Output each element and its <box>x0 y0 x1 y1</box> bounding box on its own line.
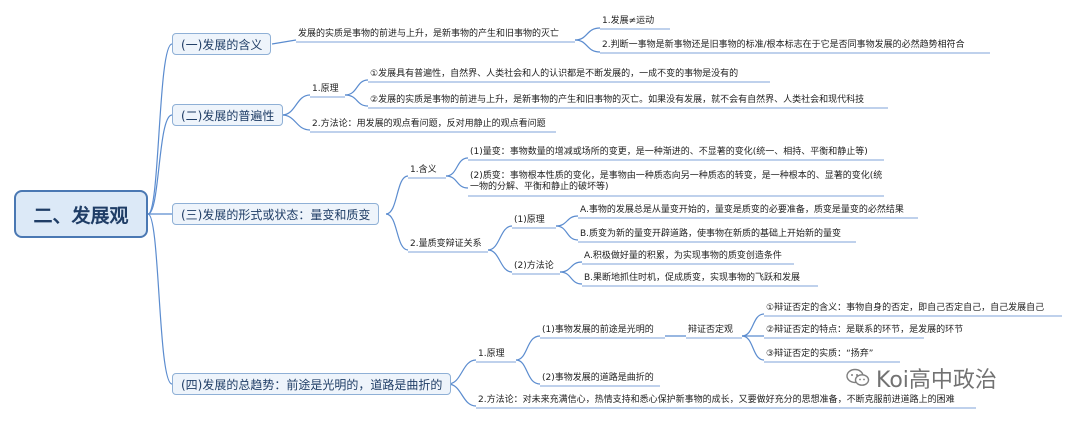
t4-winding-road: (2)事物发展的道路是曲折的 <box>542 373 654 383</box>
t3-method-b: B.果断地抓住时机，促成质变，实现事物的飞跃和发展 <box>584 273 801 283</box>
t2-principle-2: ②发展的实质是事物的前进与上升，是新事物的产生和旧事物的灭亡。如果没有发展，就不… <box>370 95 865 105</box>
t3-relation-principle: (1)原理 <box>514 215 545 225</box>
t3-principle-b: B.质变为新的量变开辟道路，使事物在新质的基础上开始新的量变 <box>580 229 842 239</box>
topic-trend: (四)发展的总趋势：前途是光明的，道路是曲折的 <box>172 373 452 395</box>
t4-negation-feature: ②辩证否定的特点：是联系的环节，是发展的环节 <box>766 325 964 335</box>
t1-criterion: 2.判断一事物是新事物还是旧事物的标准/根本标志在于它是否同事物发展的必然趋势相… <box>602 40 965 50</box>
t2-principle: 1.原理 <box>312 84 339 94</box>
t3-relation-method: (2)方法论 <box>514 261 554 271</box>
t3-method-a: A.积极做好量的积累，为实现事物的质变创造条件 <box>584 251 782 261</box>
watermark-text: Koi高中政治 <box>876 368 997 393</box>
wechat-icon <box>846 368 870 386</box>
t1-essence: 发展的实质是事物的前进与上升，是新事物的产生和旧事物的灭亡 <box>298 29 560 39</box>
t1-not-motion: 1.发展≠运动 <box>602 16 655 26</box>
t4-negation-meaning: ①辩证否定的含义：事物自身的否定，即自己否定自己，自己发展自己 <box>766 303 1045 313</box>
t2-method: 2.方法论：用发展的观点看问题，反对用静止的观点看问题 <box>312 119 546 129</box>
t3-relation: 2.量质变辩证关系 <box>410 239 482 249</box>
t3-meaning: 1.含义 <box>410 165 437 175</box>
t4-bright-future: (1)事物发展的前途是光明的 <box>542 325 654 335</box>
t4-negation-essence: ③辩证否定的实质：“扬弃” <box>766 349 874 359</box>
topic-universality: (二)发展的普遍性 <box>172 104 284 126</box>
t3-principle-a: A.事物的发展总是从量变开始的，量变是质变的必要准备，质变是量变的必然结果 <box>580 205 904 215</box>
t3-quantitative-change: (1)量变：事物数量的增减或场所的变更，是一种渐进的、不显著的变化(统一、相持、… <box>470 147 868 157</box>
topic-meaning: (一)发展的含义 <box>172 33 272 55</box>
t4-method: 2.方法论：对未来充满信心，热情支持和悉心保护新事物的成长，又要做好充分的思想准… <box>478 395 955 405</box>
root-node-development-view: 二、发展观 <box>14 190 148 238</box>
topic-forms: (三)发展的形式或状态：量变和质变 <box>172 203 380 225</box>
t2-principle-1: ①发展具有普遍性，自然界、人类社会和人的认识都是不断发展的，一成不变的事物是没有… <box>370 69 739 79</box>
t4-dialectical-negation: 辩证否定观 <box>688 325 734 335</box>
t4-principle: 1.原理 <box>478 349 505 359</box>
watermark: Koi高中政治 <box>846 362 997 394</box>
t3-qualitative-change: (2)质变：事物根本性质的变化，是事物由一种质态向另一种质态的转变，是一种根本的… <box>470 171 883 192</box>
